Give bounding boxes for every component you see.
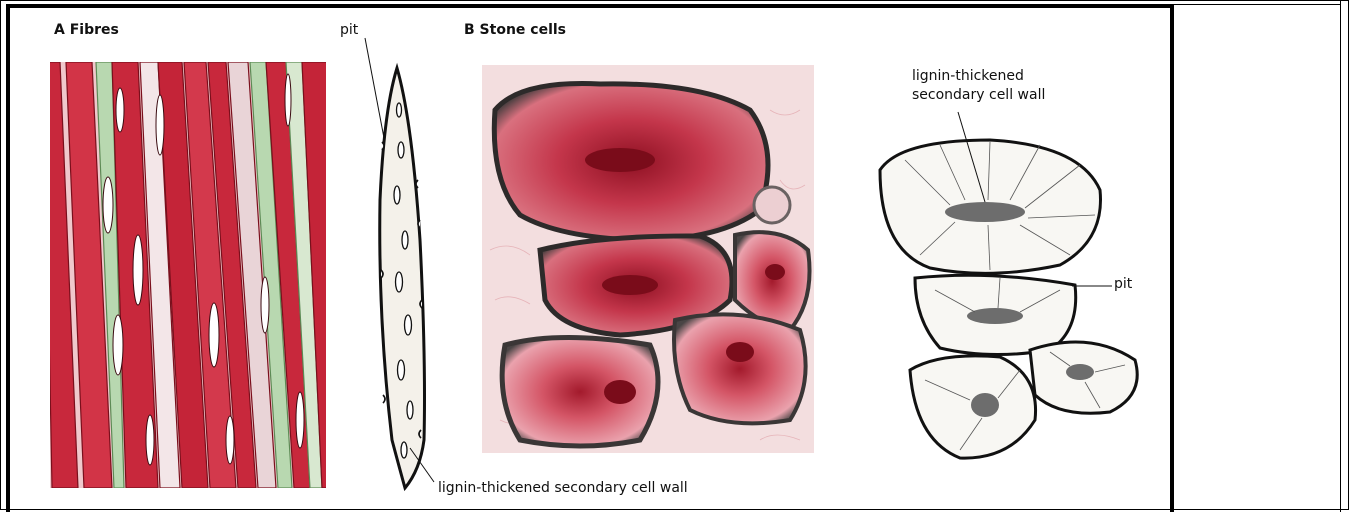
- section-a-heading: A Fibres: [54, 22, 119, 38]
- stone-cells-micrograph: [482, 65, 814, 453]
- stone-cells-drawing: [880, 112, 1137, 458]
- fibre-drawing: [365, 38, 434, 488]
- fibre-wall-label: lignin-thickened secondary cell wall: [438, 480, 688, 496]
- pit-label-stone: pit: [1114, 276, 1132, 292]
- stone-wall-label-line2: secondary cell wall: [912, 87, 1045, 103]
- fibres-micrograph: [44, 62, 334, 488]
- pit-label-fibre: pit: [340, 22, 358, 38]
- stone-wall-label-line1: lignin-thickened: [912, 68, 1024, 84]
- section-b-heading: B Stone cells: [464, 22, 566, 38]
